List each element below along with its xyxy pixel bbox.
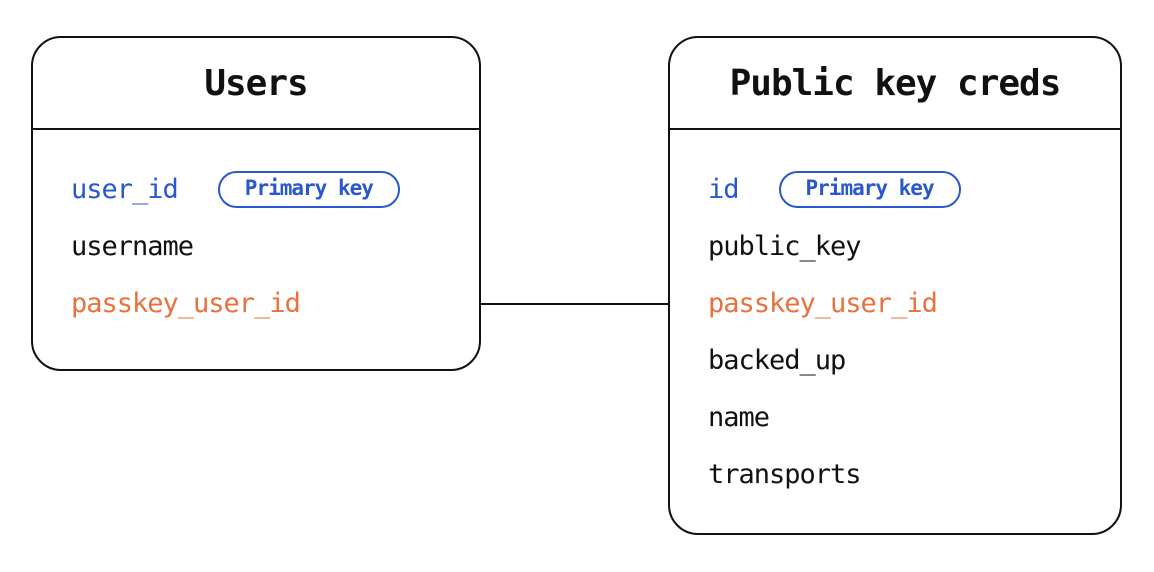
field-row: transports (708, 446, 1120, 503)
field-name-user_id: user_id (71, 174, 179, 205)
field-name-name: name (708, 402, 770, 433)
field-name-passkey_user_id: passkey_user_id (708, 288, 938, 319)
field-name-passkey_user_id: passkey_user_id (71, 288, 301, 319)
primary-key-badge: Primary key (217, 171, 400, 208)
field-row: name (708, 389, 1120, 446)
table-users-fields: user_id Primary key username passkey_user_i… (33, 130, 479, 332)
field-row: passkey_user_id (708, 275, 1120, 332)
table-public-key-creds: Public key creds id Primary key public_key… (668, 36, 1122, 535)
field-row: public_key (708, 218, 1120, 275)
table-public-key-creds-title: Public key creds (670, 38, 1120, 130)
primary-key-badge: Primary key (778, 171, 961, 208)
table-users: Users user_id Primary key username passkey_… (31, 36, 481, 371)
field-name-transports: transports (708, 459, 862, 490)
field-name-public_key: public_key (708, 231, 862, 262)
table-users-title: Users (33, 38, 479, 130)
field-name-backed_up: backed_up (708, 345, 846, 376)
field-row: user_id Primary key (71, 161, 479, 218)
field-name-username: username (71, 231, 194, 262)
field-row: passkey_user_id (71, 275, 479, 332)
relationship-line (481, 303, 668, 305)
field-row: backed_up (708, 332, 1120, 389)
field-row: username (71, 218, 479, 275)
field-name-id: id (708, 174, 740, 205)
field-row: id Primary key (708, 161, 1120, 218)
